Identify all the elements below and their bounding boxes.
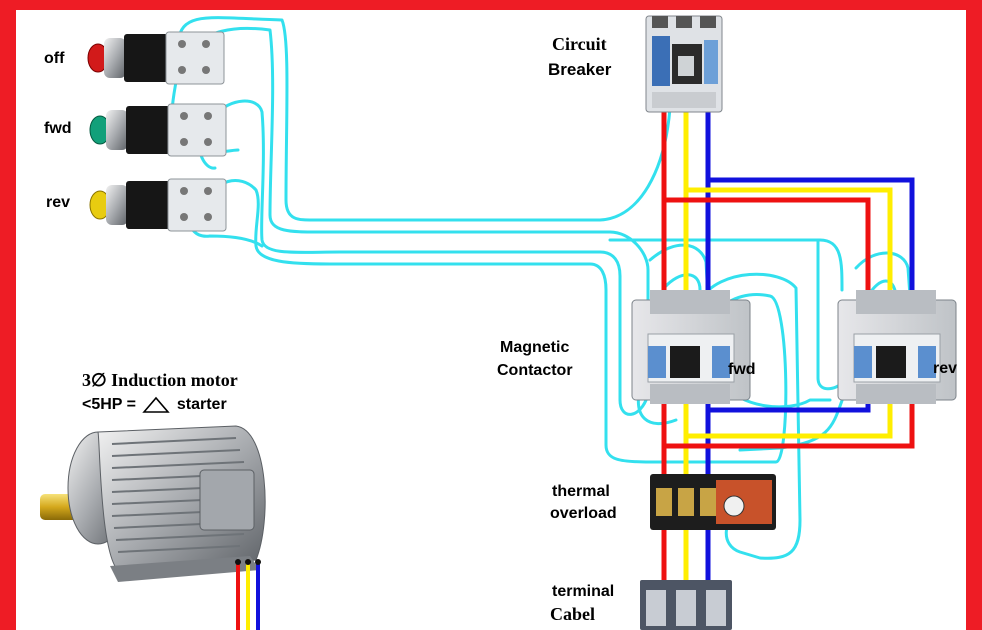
control-wire bbox=[608, 238, 844, 292]
terminal-screw bbox=[180, 138, 188, 146]
wire-blue-to-rev bbox=[708, 177, 915, 330]
terminal-slot bbox=[706, 590, 726, 626]
contactor-bottom-terminals bbox=[856, 384, 936, 404]
thermal-overload[interactable] bbox=[650, 474, 776, 530]
terminal-screw bbox=[204, 187, 212, 195]
contactor-bottom-terminals bbox=[650, 384, 730, 404]
button-bezel bbox=[106, 185, 128, 225]
button-body bbox=[126, 181, 170, 229]
control-wire bbox=[854, 251, 912, 298]
frame-right bbox=[966, 0, 982, 630]
breaker-bottom bbox=[652, 92, 716, 108]
button-body bbox=[124, 34, 168, 82]
wire-rev-red-out bbox=[705, 398, 871, 432]
motor-terminal-box bbox=[199, 469, 255, 531]
breaker-label-plate bbox=[652, 36, 670, 86]
overload-label-line1: thermal bbox=[552, 483, 610, 500]
terminal-screw bbox=[180, 112, 188, 120]
breaker-terminal bbox=[700, 16, 716, 28]
terminal-slot bbox=[646, 590, 666, 626]
breaker-plate-right bbox=[704, 40, 718, 84]
contactor-fwd-label: fwd bbox=[728, 361, 756, 378]
breaker-label-line2: Breaker bbox=[548, 60, 612, 79]
terminal-screw bbox=[202, 40, 210, 48]
terminal-screw bbox=[204, 112, 212, 120]
rev-button-label: rev bbox=[46, 194, 71, 211]
terminal-screw bbox=[202, 66, 210, 74]
contact-block bbox=[167, 178, 227, 232]
button-body bbox=[126, 106, 170, 154]
motor-subtitle-suffix: starter bbox=[172, 396, 227, 413]
terminal-block bbox=[640, 580, 732, 630]
contactor-label-line2: Contactor bbox=[497, 362, 573, 379]
motor-lead-end bbox=[245, 559, 251, 565]
contactor-plunger bbox=[670, 346, 700, 378]
button-bezel bbox=[106, 110, 128, 150]
contactor-label bbox=[918, 346, 936, 378]
wire-yellow-to-rev bbox=[686, 187, 893, 330]
overload-label-line2: overload bbox=[550, 505, 617, 522]
terminal-screw bbox=[180, 187, 188, 195]
contactor-plunger bbox=[876, 346, 906, 378]
push-button-rev[interactable] bbox=[89, 178, 227, 232]
breaker-label-line1: Circuit bbox=[552, 34, 607, 54]
wire-rev-yellow-out bbox=[686, 398, 893, 439]
frame-top bbox=[0, 0, 982, 10]
contactor-top-terminals bbox=[650, 290, 730, 314]
circuit-breaker[interactable] bbox=[645, 15, 723, 113]
contactor-rev[interactable] bbox=[837, 290, 957, 404]
motor-title: 3∅ Induction motor bbox=[82, 370, 238, 390]
contactor-label bbox=[854, 346, 872, 378]
off-button-label: off bbox=[44, 50, 65, 67]
contactor-label-line1: Magnetic bbox=[500, 339, 570, 356]
terminal-screw bbox=[204, 213, 212, 221]
control-wire bbox=[738, 378, 852, 452]
contactor-rev-label: rev bbox=[933, 360, 958, 377]
motor-lead-end bbox=[255, 559, 261, 565]
induction-motor-image bbox=[40, 425, 266, 630]
breaker-terminal bbox=[652, 16, 668, 28]
triangle-delta-icon bbox=[142, 396, 171, 413]
control-wire bbox=[662, 273, 702, 292]
push-button-off[interactable] bbox=[87, 31, 225, 85]
terminal-screw bbox=[180, 213, 188, 221]
control-wire bbox=[176, 16, 672, 222]
control-wire bbox=[213, 99, 650, 416]
contactor-label bbox=[648, 346, 666, 378]
wire-red-to-rev bbox=[664, 197, 871, 330]
control-wire bbox=[210, 179, 788, 464]
button-bezel bbox=[104, 38, 126, 78]
terminal-label-line1: terminal bbox=[552, 583, 615, 600]
overload-terminal bbox=[700, 488, 716, 516]
control-wire bbox=[194, 27, 650, 320]
wire-rev-blue-out bbox=[664, 398, 915, 449]
control-wire bbox=[698, 272, 802, 560]
contact-block bbox=[167, 103, 227, 157]
control-wiring bbox=[170, 16, 937, 560]
terminal-label-line2: Cabel bbox=[550, 604, 595, 624]
motor-subtitle: <5HP = starter bbox=[82, 396, 227, 414]
push-button-fwd[interactable] bbox=[89, 103, 227, 157]
frame-left bbox=[0, 0, 16, 630]
overload-terminal bbox=[656, 488, 672, 516]
terminal-screw bbox=[178, 66, 186, 74]
contactor-fwd[interactable] bbox=[631, 290, 751, 404]
overload-dial[interactable] bbox=[723, 495, 745, 517]
terminal-screw bbox=[178, 40, 186, 48]
breaker-terminal bbox=[676, 16, 692, 28]
contact-block bbox=[165, 31, 225, 85]
motor-lead-end bbox=[235, 559, 241, 565]
breaker-toggle[interactable] bbox=[678, 56, 694, 76]
overload-terminal bbox=[678, 488, 694, 516]
terminal-slot bbox=[676, 590, 696, 626]
motor-foot bbox=[110, 556, 260, 582]
motor-subtitle-prefix: <5HP = bbox=[82, 396, 141, 413]
fwd-button-label: fwd bbox=[44, 120, 72, 137]
contactor-label bbox=[712, 346, 730, 378]
contactor-top-terminals bbox=[856, 290, 936, 314]
terminal-screw bbox=[204, 138, 212, 146]
